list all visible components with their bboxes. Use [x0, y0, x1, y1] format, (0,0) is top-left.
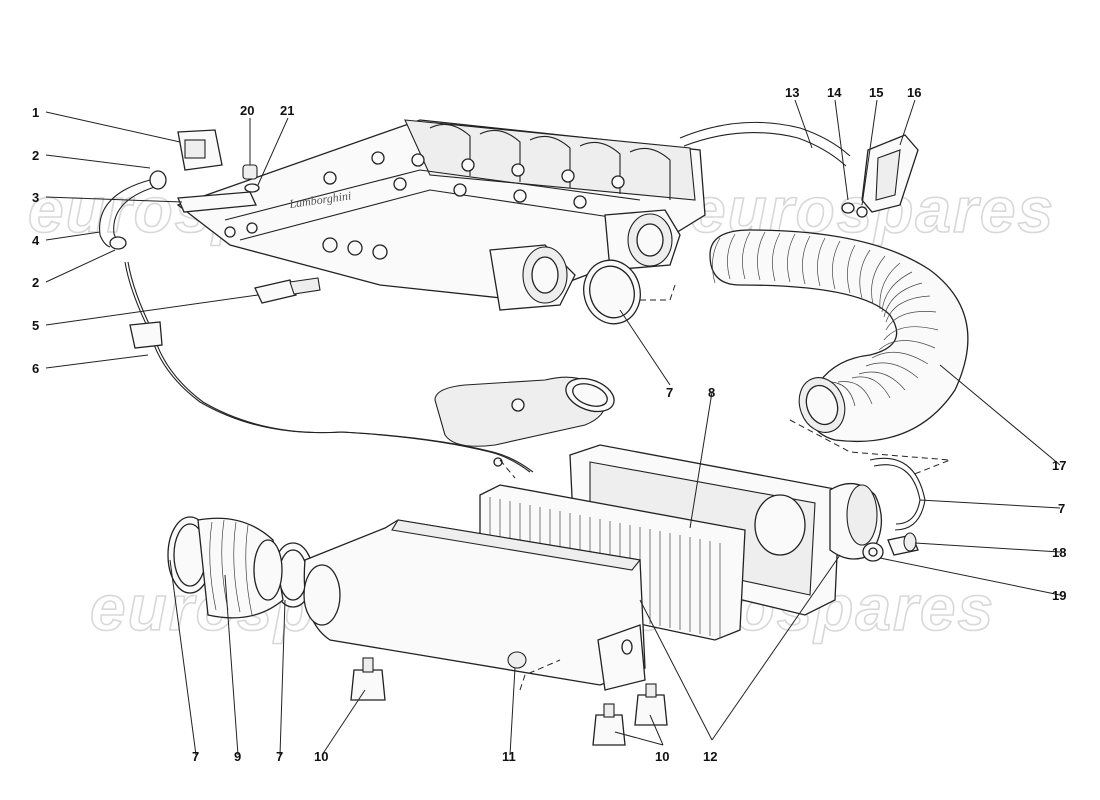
callout-labels: 1 2 3 4 2 5 6 20 21 13 14 15 16 7 8 17 7… [32, 85, 1066, 764]
rubber-sleeve [197, 517, 284, 619]
callout-11: 11 [502, 749, 516, 764]
sensor-plug [254, 277, 321, 304]
callout-14: 14 [827, 85, 842, 100]
callout-7-bottom: 7 [276, 749, 283, 764]
assembly-lines [499, 284, 951, 691]
callout-15: 15 [869, 85, 883, 100]
callout-17: 17 [1052, 458, 1066, 473]
callout-4: 4 [32, 233, 40, 248]
corrugated-hose [709, 229, 969, 443]
vent-pipe [679, 121, 851, 167]
callout-18: 18 [1052, 545, 1066, 560]
airbox-lower [303, 519, 646, 691]
callout-7-throttle: 7 [666, 385, 673, 400]
callout-5: 5 [32, 318, 39, 333]
callout-16: 16 [907, 85, 921, 100]
callout-8: 8 [708, 385, 715, 400]
callout-2-bottom: 2 [32, 275, 39, 290]
callout-20: 20 [240, 103, 254, 118]
callout-13: 13 [785, 85, 799, 100]
intake-manifold: Lamborghini [176, 119, 706, 301]
callout-3: 3 [32, 190, 39, 205]
leader-lines [45, 99, 1061, 756]
callout-10-left: 10 [314, 749, 328, 764]
callout-10-right: 10 [655, 749, 669, 764]
screw-washer [862, 532, 919, 562]
callout-9: 9 [234, 749, 241, 764]
callout-12: 12 [703, 749, 717, 764]
throttle-bodies [489, 209, 681, 311]
hose-clamps [167, 259, 926, 608]
pressure-sensor [841, 134, 919, 218]
callout-19: 19 [1052, 588, 1066, 603]
callout-6: 6 [32, 361, 39, 376]
callout-1: 1 [32, 105, 39, 120]
callout-7-right: 7 [1058, 501, 1065, 516]
sensor-assembly [99, 129, 260, 250]
callout-2-top: 2 [32, 148, 39, 163]
rubber-mounts [350, 657, 668, 746]
callout-21: 21 [280, 103, 294, 118]
elbow-pipe [434, 376, 615, 447]
callout-7-bottom-left: 7 [192, 749, 199, 764]
